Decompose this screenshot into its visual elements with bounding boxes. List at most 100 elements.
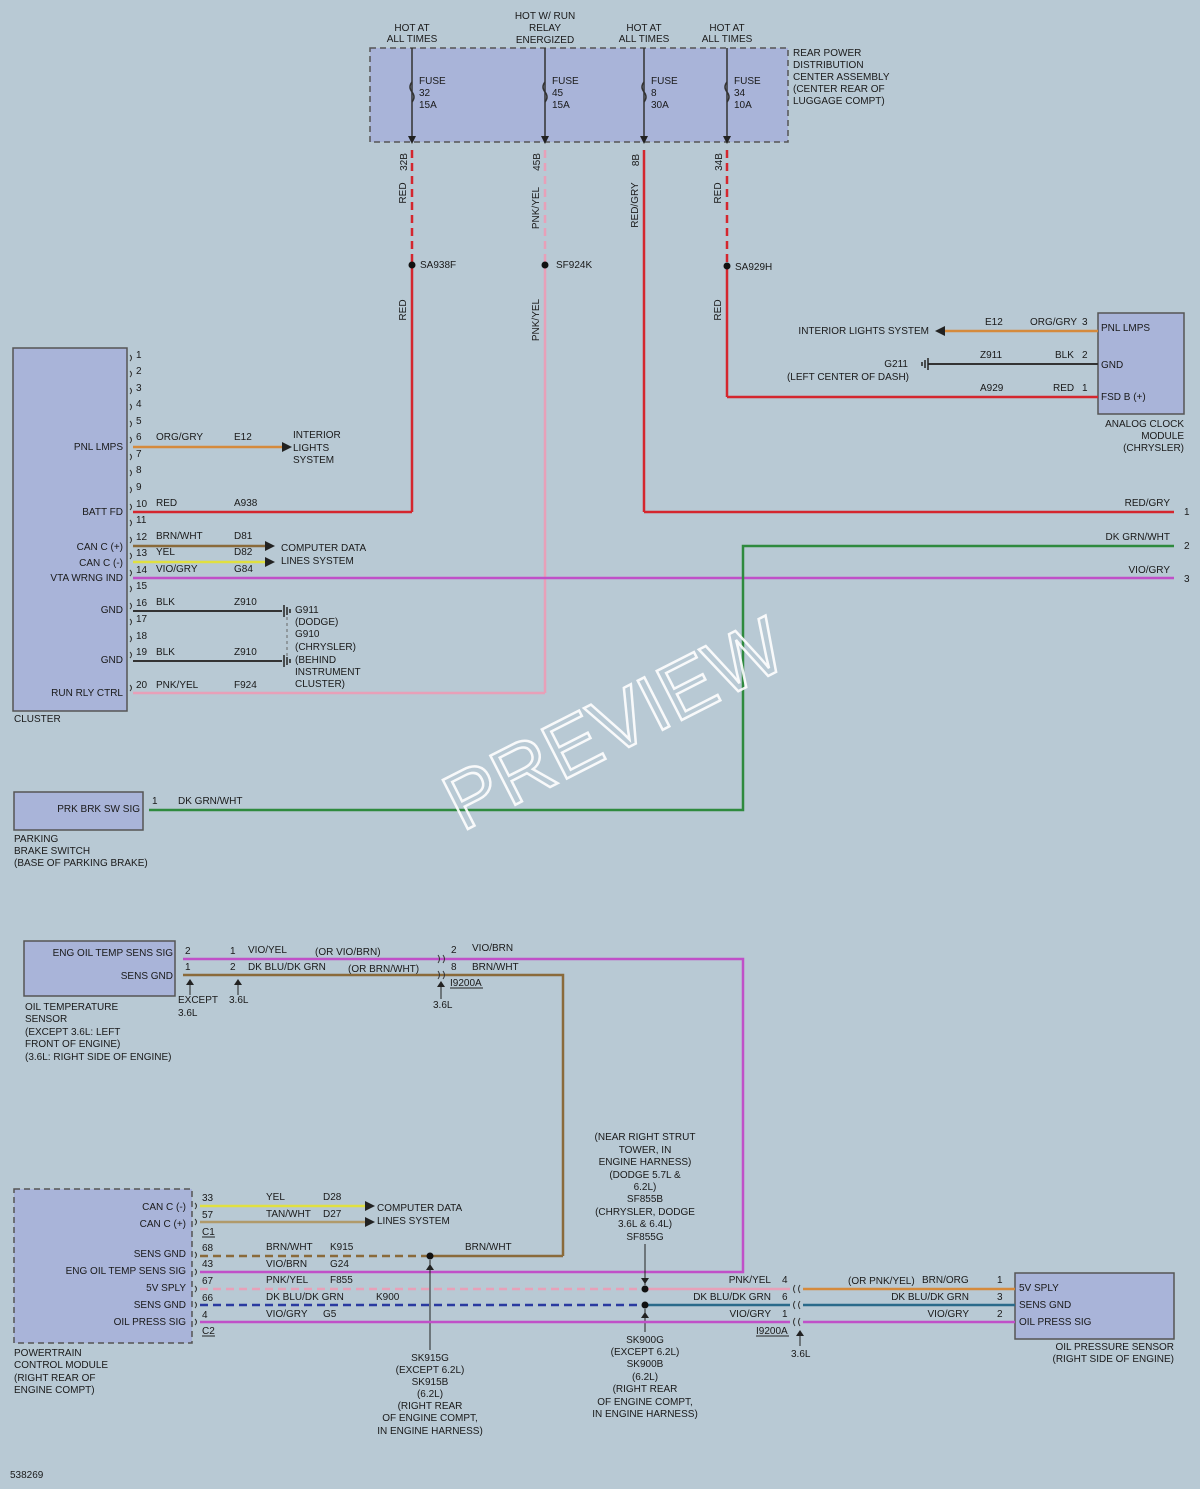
cluster-label-run-rly: RUN RLY CTRL — [51, 688, 123, 699]
svg-text:8: 8 — [136, 465, 142, 476]
oil-temp-conn-arrow — [437, 981, 445, 987]
cluster-w10-circuit: A938 — [234, 498, 258, 509]
svg-text:HOT AT: HOT AT — [394, 23, 429, 34]
cluster-ground-label: G911 (DODGE) G910 (CHRYSLER) (BEHIND INS… — [295, 605, 361, 690]
oil-temp-w1-alt: (OR VIO/BRN) — [315, 947, 381, 958]
svg-text:11: 11 — [136, 515, 147, 526]
oil-temp-w1-color: VIO/YEL — [248, 945, 287, 956]
oil-press-pin-5v-sply: 5V SPLY — [1019, 1283, 1059, 1294]
splice-sf855-arrow — [641, 1278, 649, 1284]
pcm-computer-data-label: COMPUTER DATA LINES SYSTEM — [377, 1203, 463, 1227]
power-distribution-center-box — [369, 47, 789, 143]
analog-clock-module-box — [1097, 312, 1185, 415]
oil-temp-conn-pin-8: 8 — [451, 962, 457, 973]
clock-e12-pin: 3 — [1082, 317, 1088, 328]
oil-press-sensor-pin-2: 2 — [997, 1309, 1003, 1320]
right-edge-dkgrn-label: DK GRN/WHT — [1106, 532, 1170, 543]
svg-text:SK915G: SK915G — [411, 1353, 449, 1364]
wire-label-red-4: RED — [713, 299, 724, 320]
svg-text:(6.2L): (6.2L) — [417, 1389, 443, 1400]
oil-temp-pin-a-2: 1 — [185, 962, 191, 973]
svg-text:LUGGAGE COMPT): LUGGAGE COMPT) — [793, 96, 885, 107]
svg-text:ENGINE HARNESS): ENGINE HARNESS) — [599, 1157, 692, 1168]
oil-temp-connector-ticks — [437, 954, 445, 980]
hot-at-all-times-label-1: HOT AT ALL TIMES — [387, 23, 438, 45]
wire-oil-temp-sig — [183, 957, 745, 1274]
svg-text:33: 33 — [202, 1193, 214, 1204]
svg-text:CLUSTER): CLUSTER) — [295, 679, 345, 690]
oil-temp-conn-36l: 3.6L — [433, 1000, 453, 1011]
svg-text:10: 10 — [136, 499, 148, 510]
oil-temp-pin-sens-gnd: SENS GND — [121, 971, 173, 982]
svg-text:LINES SYSTEM: LINES SYSTEM — [377, 1216, 450, 1227]
cluster-label-gnd-2: GND — [101, 655, 123, 666]
oil-temp-pin-a-1: 2 — [185, 946, 191, 957]
oil-temp-conn-w-viobrn: VIO/BRN — [472, 943, 513, 954]
svg-text:INTERIOR: INTERIOR — [293, 430, 341, 441]
svg-text:POWERTRAIN: POWERTRAIN — [14, 1348, 82, 1359]
svg-text:43: 43 — [202, 1259, 214, 1270]
svg-text:30A: 30A — [651, 100, 669, 111]
fuse-8-label: FUSE 8 30A — [651, 76, 678, 111]
svg-text:9: 9 — [136, 482, 142, 493]
fuse-feed-lines — [409, 48, 730, 142]
svg-text:(CHRYSLER, DODGE: (CHRYSLER, DODGE — [595, 1207, 695, 1218]
svg-text:OIL TEMPERATURE: OIL TEMPERATURE — [25, 1002, 118, 1013]
splice-sf924k — [541, 261, 549, 269]
cluster-w10-color: RED — [156, 498, 177, 509]
wire-label-pnk-1: PNK/YEL — [531, 186, 542, 229]
svg-text:LINES SYSTEM: LINES SYSTEM — [281, 556, 354, 567]
svg-text:REAR POWER: REAR POWER — [793, 48, 861, 59]
oil-press-pin-oil-press-sig: OIL PRESS SIG — [1019, 1317, 1092, 1328]
svg-text:FUSE: FUSE — [651, 76, 678, 87]
svg-text:OF ENGINE COMPT,: OF ENGINE COMPT, — [597, 1397, 693, 1408]
svg-text:SF855B: SF855B — [627, 1194, 663, 1205]
splice-sk900-label: SK900G (EXCEPT 6.2L) SK900B (6.2L) (RIGH… — [592, 1335, 698, 1420]
parking-brake-switch-box — [13, 791, 144, 831]
cluster-pin-numbers: 1 2 3 4 5 6 7 8 9 10 11 12 13 14 15 16 1… — [136, 350, 148, 691]
cluster-w14-color: VIO/GRY — [156, 564, 198, 575]
power-distribution-center-title: REAR POWER DISTRIBUTION CENTER ASSEMBLY … — [793, 48, 890, 107]
pcm-brnwht-label: BRN/WHT — [465, 1242, 512, 1253]
splice-sk915-label: SK915G (EXCEPT 6.2L) SK915B (6.2L) (RIGH… — [377, 1353, 483, 1437]
oil-press-w-out-3: VIO/GRY — [928, 1309, 970, 1320]
cluster-label-batt-fd: BATT FD — [82, 507, 123, 518]
svg-text:TOWER, IN: TOWER, IN — [619, 1145, 672, 1156]
svg-text:(RIGHT REAR OF: (RIGHT REAR OF — [14, 1373, 95, 1384]
oil-press-sensor-pin-3: 3 — [997, 1292, 1003, 1303]
parking-brake-switch-title: PARKING BRAKE SWITCH (BASE OF PARKING BR… — [14, 834, 148, 869]
pcm-w43-color: VIO/BRN — [266, 1259, 307, 1270]
svg-text:(CHRYSLER): (CHRYSLER) — [1123, 443, 1184, 454]
svg-text:(BEHIND: (BEHIND — [295, 655, 336, 666]
svg-text:EXCEPT: EXCEPT — [178, 995, 218, 1006]
wire-label-red-2: RED — [713, 182, 724, 203]
fuse-45-label: FUSE 45 15A — [552, 76, 579, 111]
oil-temp-except-arrow — [186, 979, 194, 985]
pcm-w68-circuit: K915 — [330, 1242, 354, 1253]
wire-label-pnk-2: PNK/YEL — [531, 298, 542, 341]
splice-sk900-arrow — [641, 1312, 649, 1318]
cluster-w20-color: PNK/YEL — [156, 680, 199, 691]
cluster-label-can-c-plus: CAN C (+) — [77, 542, 123, 553]
clock-pin-gnd: GND — [1101, 360, 1123, 371]
svg-text:57: 57 — [202, 1210, 214, 1221]
svg-text:IN ENGINE HARNESS): IN ENGINE HARNESS) — [377, 1426, 483, 1437]
vertical-feed-wires — [410, 150, 729, 693]
svg-text:(EXCEPT 3.6L: LEFT: (EXCEPT 3.6L: LEFT — [25, 1027, 120, 1038]
oil-press-connector-ticks — [793, 1284, 801, 1327]
svg-text:CENTER ASSEMBLY: CENTER ASSEMBLY — [793, 72, 890, 83]
pcm-title: POWERTRAIN CONTROL MODULE (RIGHT REAR OF… — [14, 1348, 108, 1396]
pcm-pin-oil-temp-sig: ENG OIL TEMP SENS SIG — [66, 1266, 187, 1277]
pcm-box — [13, 1188, 193, 1344]
svg-text:4: 4 — [136, 399, 142, 410]
oil-temp-conn-w-brnwht: BRN/WHT — [472, 962, 519, 973]
cluster-w13-circuit: D82 — [234, 547, 253, 558]
svg-text:2: 2 — [136, 366, 142, 377]
cluster-w14-circuit: G84 — [234, 564, 253, 575]
oil-press-w-in-2: DK BLU/DK GRN — [693, 1292, 771, 1303]
splice-sk915-arrow — [426, 1264, 434, 1270]
oil-temp-pin-b-1: 1 — [230, 946, 236, 957]
svg-text:4: 4 — [202, 1310, 208, 1321]
svg-text:15A: 15A — [419, 100, 437, 111]
fuse-34-label: FUSE 34 10A — [734, 76, 761, 111]
